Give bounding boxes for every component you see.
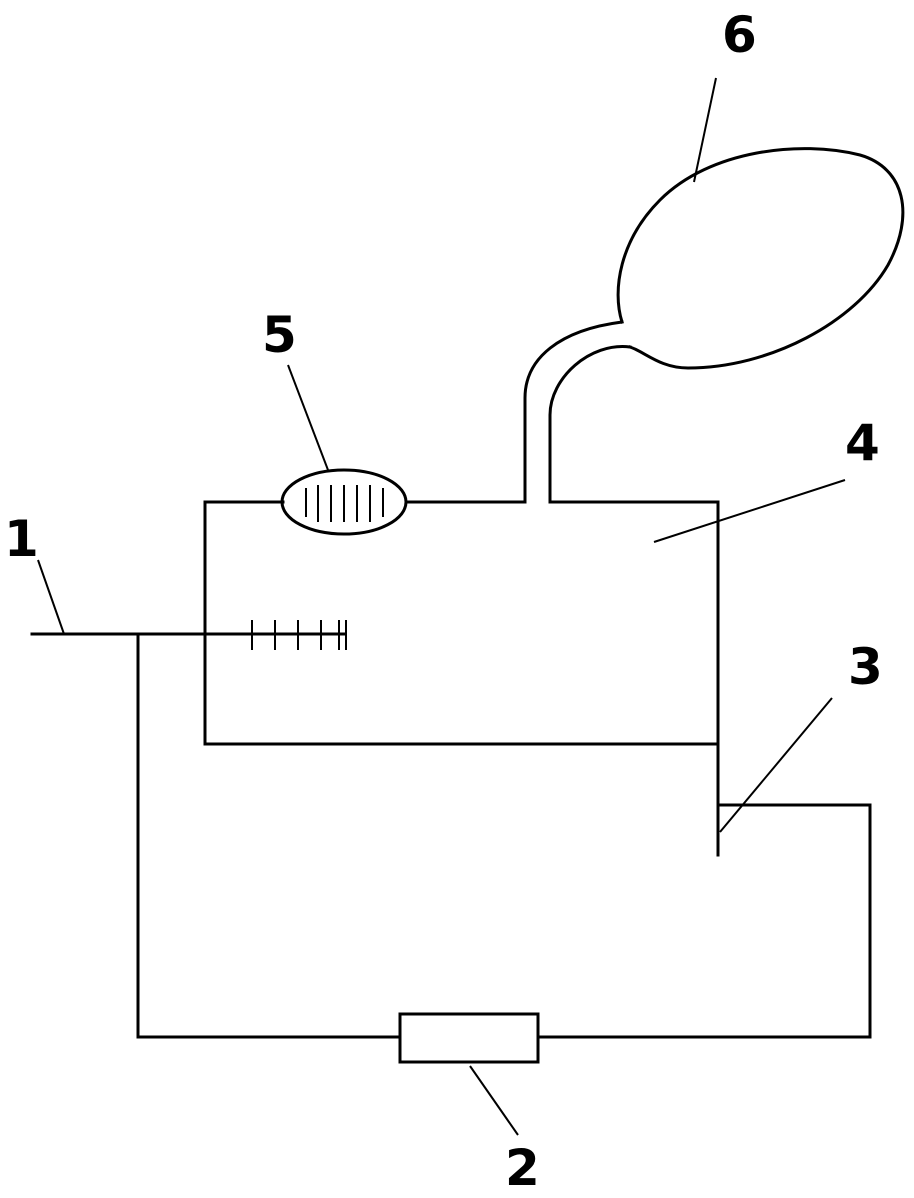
container-box: [203, 500, 720, 746]
outer-loop-right: [536, 803, 872, 1039]
window-element: [280, 468, 408, 536]
resistor: [398, 1012, 540, 1064]
leader-4: [653, 479, 846, 543]
leader-2: [469, 1065, 519, 1136]
label-5: 5: [262, 306, 297, 364]
outer-loop-left: [136, 632, 402, 1039]
leader-1: [37, 559, 65, 635]
tube-outer: [523, 320, 624, 504]
leader-3: [719, 697, 833, 833]
leader-5: [287, 364, 329, 471]
label-4: 4: [845, 414, 880, 472]
bulb: [616, 147, 905, 370]
label-3: 3: [848, 638, 883, 696]
tube-inner: [548, 345, 632, 504]
label-2: 2: [505, 1139, 540, 1197]
electrode-marks: [251, 620, 347, 650]
label-1: 1: [4, 510, 39, 568]
label-6: 6: [722, 6, 757, 64]
leader-6: [693, 77, 717, 183]
